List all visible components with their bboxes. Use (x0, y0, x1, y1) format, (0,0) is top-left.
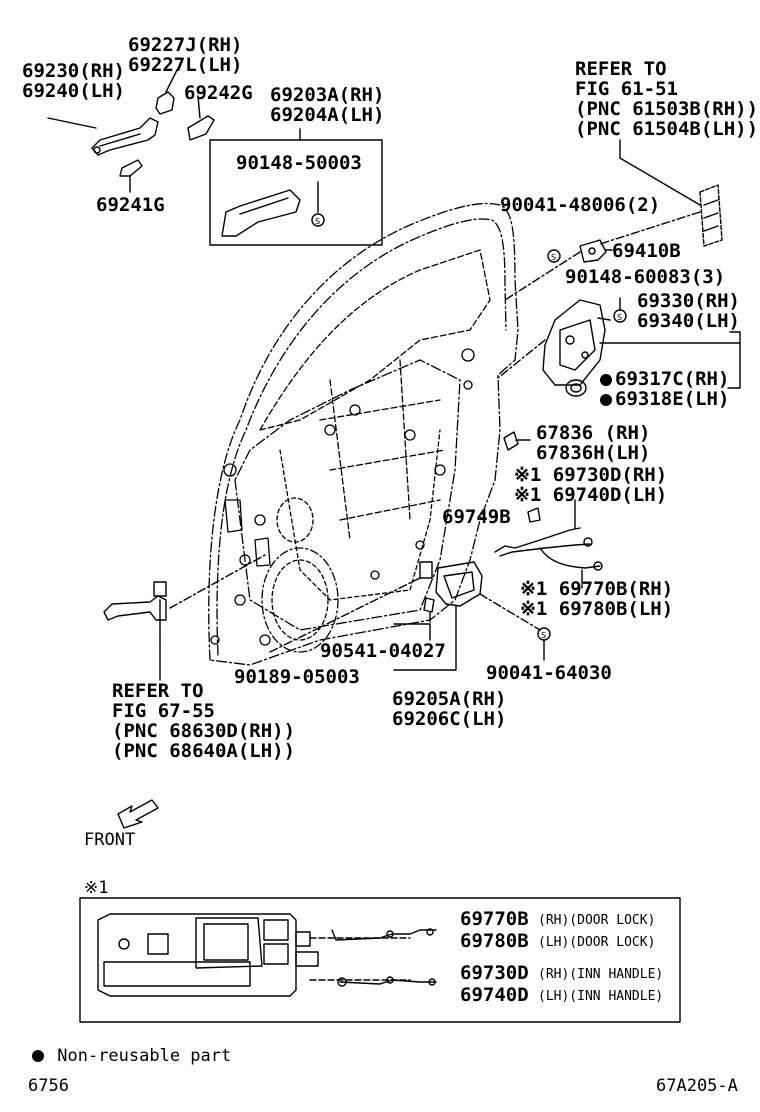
refer-fig-61-line1: REFER TO (575, 58, 667, 80)
handle-frame-box: S (209, 128, 383, 246)
label-69204a: 69204A(LH) (270, 104, 385, 126)
label-67836: 67836 (RH) (536, 422, 651, 444)
clip-69749b (527, 507, 541, 523)
label-69241g: 69241G (96, 194, 165, 216)
handle-pad-69242g (187, 115, 215, 141)
box-tag-69740d: (LH)(INN HANDLE) (538, 989, 664, 1004)
door-lock-69330: S (497, 297, 741, 389)
label-90148-60083: 90148-60083(3) (565, 266, 726, 288)
non-reusable-dot-icon (600, 373, 612, 386)
non-reusable-dot-icon (600, 393, 612, 406)
outside-handle-69230 (91, 117, 159, 156)
label-69227j: 69227J(RH) (128, 34, 243, 56)
label-69206c: 69206C(LH) (392, 708, 507, 730)
label-69330: 69330(RH) (637, 290, 740, 312)
refer-fig-67-line3: (PNC 68630D(RH)) (112, 720, 296, 742)
label-69780b: ※1 69780B(LH) (520, 598, 674, 620)
note-box (79, 897, 681, 1023)
label-90541-04027: 90541-04027 (320, 640, 446, 662)
page-number: 6756 (28, 1076, 69, 1096)
inside-handle-69205a: S (269, 561, 551, 671)
refer-fig-67-line1: REFER TO (112, 680, 204, 702)
door-check (103, 554, 266, 681)
front-arrow-icon (117, 799, 159, 829)
svg-text:S: S (551, 253, 556, 262)
label-69749b: 69749B (442, 506, 511, 528)
refer-fig-61-line2: FIG 61-51 (575, 78, 678, 100)
note-mark: ※1 (84, 878, 109, 898)
refer-fig-67-line2: FIG 67-55 (112, 700, 215, 722)
label-69740d: ※1 69740D(LH) (514, 484, 668, 506)
refer-fig-67-line4: (PNC 68640A(LH)) (112, 740, 296, 762)
handle-pad-69241g (119, 159, 143, 177)
label-69340: 69340(LH) (637, 310, 740, 332)
label-67836h: 67836H(LH) (536, 442, 651, 464)
label-90148-50003: 90148-50003 (236, 152, 362, 174)
box-label-69730d: 69730D (460, 962, 529, 984)
label-90041-48006: 90041-48006(2) (500, 194, 661, 216)
box-label-69740d: 69740D (460, 984, 529, 1006)
handle-cap-69227 (155, 91, 175, 115)
label-69242g: 69242G (184, 82, 253, 104)
figure-code: 67A205-A (656, 1076, 738, 1096)
label-69317c: 69317C(RH) (600, 370, 729, 389)
front-label: FRONT (84, 830, 136, 850)
label-69205a: 69205A(RH) (392, 688, 507, 710)
refer-fig-61-line3: (PNC 61503B(RH)) (575, 98, 759, 120)
cable-69730d (494, 499, 603, 589)
label-69730d: ※1 69730D(RH) (514, 464, 668, 486)
svg-text:S: S (541, 631, 546, 640)
door-frame (208, 202, 519, 666)
refer-fig-61-line4: (PNC 61504B(LH)) (575, 118, 759, 140)
legend: Non-reusable part (32, 1048, 231, 1065)
lock-cap-69317c (565, 379, 587, 397)
svg-text:S: S (617, 313, 622, 322)
box-label-69780b: 69780B (460, 930, 529, 952)
clip-67836 (503, 431, 531, 451)
box-tag-69730d: (RH)(INN HANDLE) (538, 967, 664, 982)
box-tag-69780b: (LH)(DOOR LOCK) (538, 935, 656, 950)
box-tag-69770b: (RH)(DOOR LOCK) (538, 913, 656, 928)
label-69230: 69230(RH) (22, 60, 125, 82)
label-90189-05003: 90189-05003 (234, 666, 360, 688)
label-69203a: 69203A(RH) (270, 84, 385, 106)
label-90041-64030: 90041-64030 (486, 662, 612, 684)
quarter-panel-part (619, 139, 723, 247)
label-69770b: ※1 69770B(RH) (520, 578, 674, 600)
label-69240: 69240(LH) (22, 80, 125, 102)
label-69318e: 69318E(LH) (600, 390, 729, 409)
svg-text:S: S (315, 217, 320, 226)
label-69410b: 69410B (612, 240, 681, 262)
non-reusable-dot-icon (32, 1050, 44, 1062)
label-69227l: 69227L(LH) (128, 54, 243, 76)
striker-69410b: S (504, 211, 701, 301)
box-label-69770b: 69770B (460, 908, 529, 930)
